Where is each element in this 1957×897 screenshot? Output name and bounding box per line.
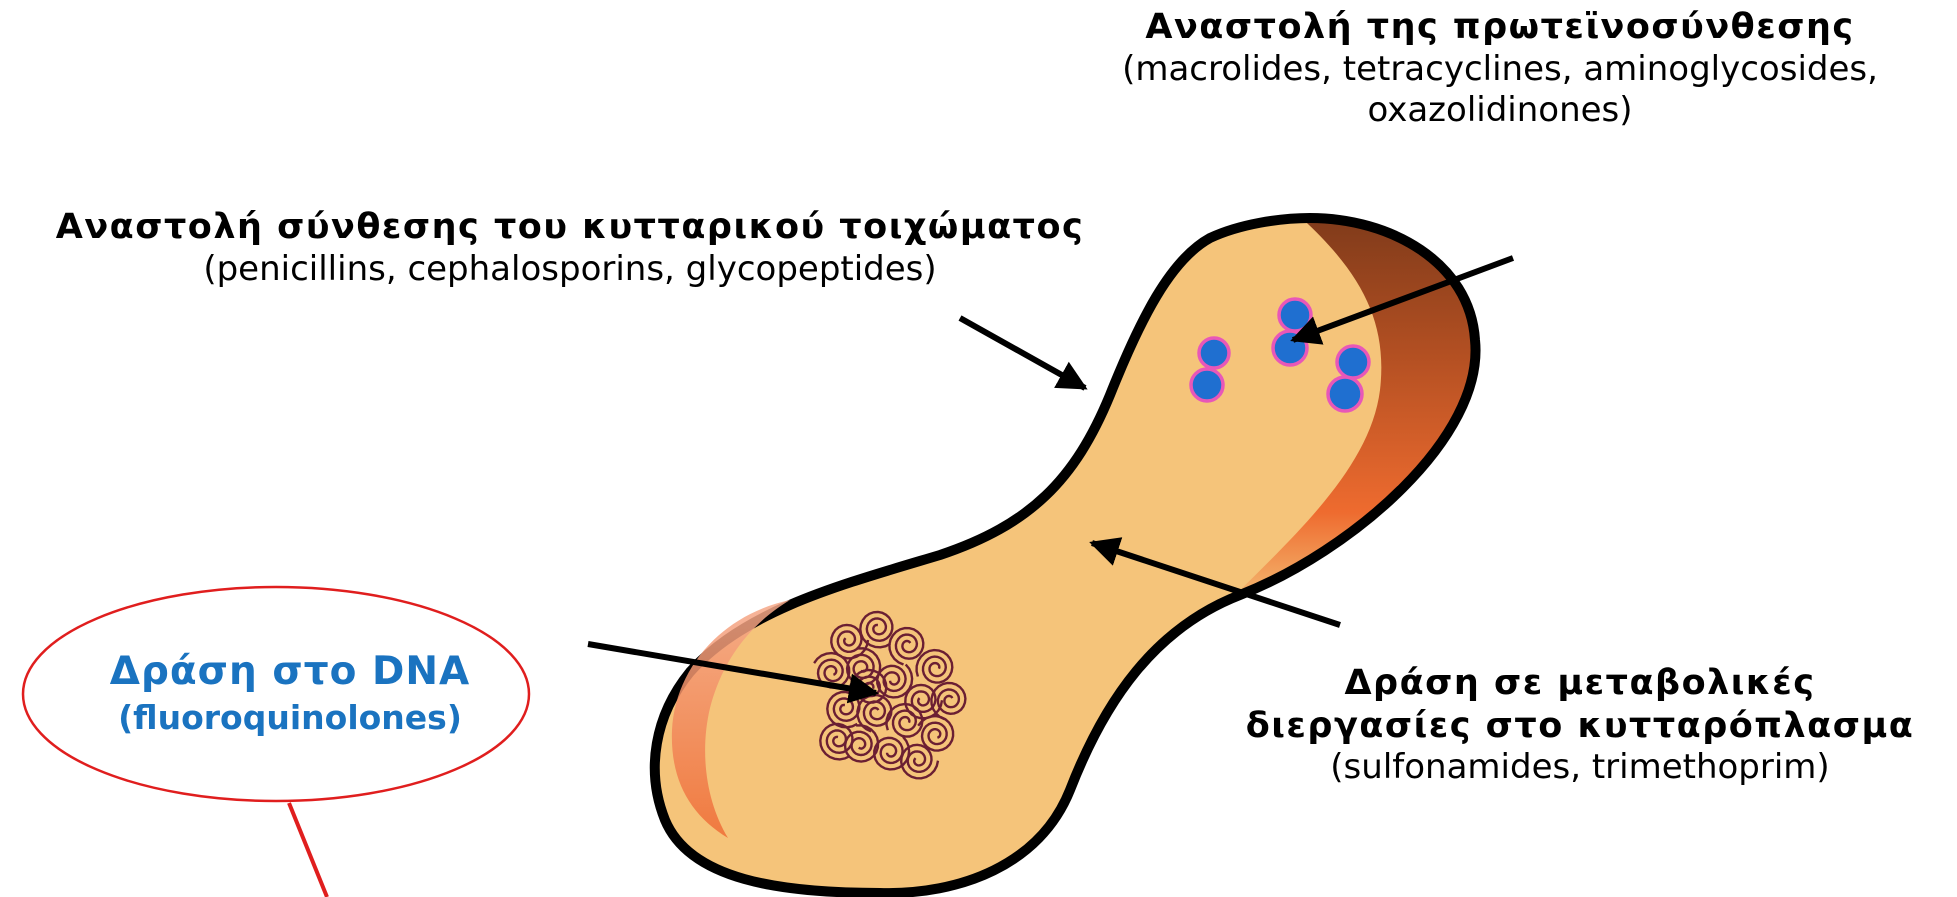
dna-action-label: Δράση στο DNA (fluoroquinolones): [30, 648, 550, 738]
cell-wall-title: Αναστολή σύνθεσης του κυτταρικού τοιχώμα…: [40, 206, 1100, 249]
protein-synthesis-drugs-line1: (macrolides, tetracyclines, aminoglycosi…: [1060, 49, 1940, 90]
protein-synthesis-drugs-line2: oxazolidinones): [1060, 90, 1940, 131]
dna-callout-pointer: [289, 803, 327, 897]
metabolism-title-line1: Δράση σε μεταβολικές: [1210, 662, 1950, 705]
dna-title: Δράση στο DNA: [30, 648, 550, 697]
metabolism-title-line2: διεργασίες στο κυτταρόπλασμα: [1210, 705, 1950, 748]
arrow-cell-wall: [960, 318, 1085, 388]
cell-wall-drugs: (penicillins, cephalosporins, glycopepti…: [40, 249, 1100, 290]
dna-drugs: (fluoroquinolones): [30, 697, 550, 738]
protein-synthesis-label: Αναστολή της πρωτεϊνοσύνθεσης (macrolide…: [1060, 6, 1940, 132]
metabolism-label: Δράση σε μεταβολικές διεργασίες στο κυττ…: [1210, 662, 1950, 789]
protein-synthesis-title: Αναστολή της πρωτεϊνοσύνθεσης: [1060, 6, 1940, 49]
metabolism-drugs: (sulfonamides, trimethoprim): [1210, 747, 1950, 788]
cell-wall-label: Αναστολή σύνθεσης του κυτταρικού τοιχώμα…: [40, 206, 1100, 290]
